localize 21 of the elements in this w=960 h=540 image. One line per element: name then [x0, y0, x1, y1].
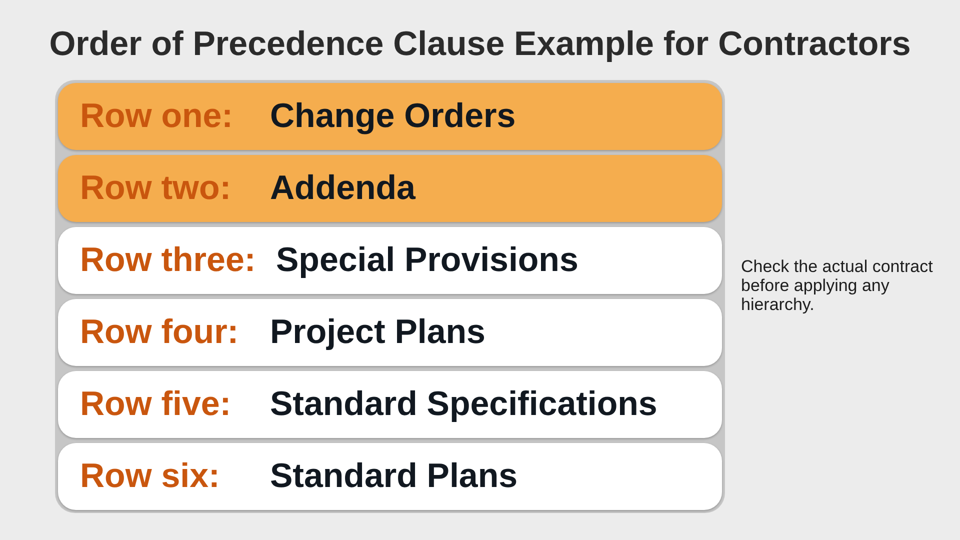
row-item-text: Special Provisions — [276, 241, 578, 280]
row-number-label: Row six: — [80, 457, 221, 496]
row-item-text: Standard Plans — [270, 457, 518, 496]
row-number-label: Row five: — [80, 385, 232, 424]
row-number-label: Row one: — [80, 97, 234, 136]
row-item-text: Project Plans — [270, 313, 486, 352]
list-row — [58, 443, 722, 510]
note-text: Check the actual contract before applying any hierarchy. — [741, 257, 934, 314]
title-text: Order of Precedence Clause Example for Contractors — [49, 25, 911, 63]
list-panel — [55, 80, 725, 513]
highlighted-row — [58, 83, 722, 150]
row-item-text: Addenda — [270, 169, 416, 208]
highlighted-row — [58, 155, 722, 222]
row-number-label: Row two: — [80, 169, 232, 208]
row-number-label: Row four: — [80, 313, 240, 352]
row-item-text: Change Orders — [270, 97, 516, 136]
list-row — [58, 227, 722, 294]
row-item-text: Standard Specifications — [270, 385, 658, 424]
list-row — [58, 371, 722, 438]
list-row — [58, 299, 722, 366]
row-number-label: Row three: — [80, 241, 257, 280]
